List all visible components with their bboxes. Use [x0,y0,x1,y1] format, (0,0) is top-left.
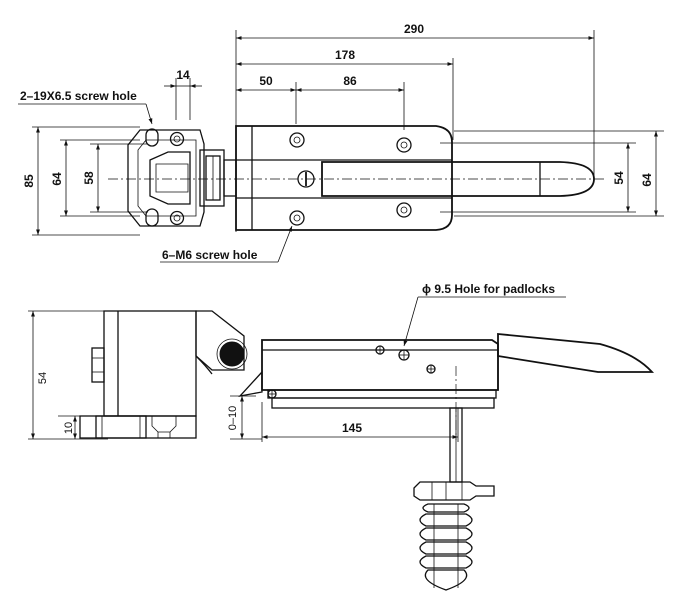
latch-body [235,125,453,231]
dim-0-10: 0–10 [227,406,239,430]
pivot-pin [219,341,245,367]
dim-14: 14 [176,68,190,82]
padlock-knob [413,481,495,591]
dim-145: 145 [342,421,362,435]
side-pull-rod [449,366,463,483]
dim-178: 178 [335,48,355,62]
callout-padlock-hole: ϕ 9.5 Hole for padlocks [403,282,566,347]
side-handle-lever [497,333,655,390]
dim-10: 10 [63,422,75,434]
callout-text: 6–M6 screw hole [162,248,258,262]
callout-text: ϕ 9.5 Hole for padlocks [422,282,555,296]
base-plate [127,128,205,227]
dim-54-right: 54 [612,171,626,185]
callout-screw-hole-top: 2–19X6.5 screw hole [18,89,153,125]
dim-64-left: 64 [50,172,64,186]
dim-85: 85 [22,174,36,188]
side-view: 54 10 0–10 145 ϕ 9.5 Hole for padlocks [28,282,655,591]
callout-text: 2–19X6.5 screw hole [20,89,137,103]
dim-58: 58 [82,171,96,185]
dim-64-right: 64 [640,173,654,187]
catch-hook [199,149,237,207]
dim-290: 290 [404,22,424,36]
top-view: 290 178 50 86 14 85 64 58 54 64 2–19X6.5… [18,22,664,263]
dimension-lines [36,36,658,235]
side-base-block [79,310,197,439]
dim-54: 54 [37,372,49,384]
side-hinge-arm [195,310,248,375]
side-dimension-lines [31,311,458,439]
dim-86: 86 [343,74,357,88]
callout-screw-hole-bottom: 6–M6 screw hole [160,225,293,263]
dim-50: 50 [259,74,273,88]
side-latch-body [238,339,499,409]
